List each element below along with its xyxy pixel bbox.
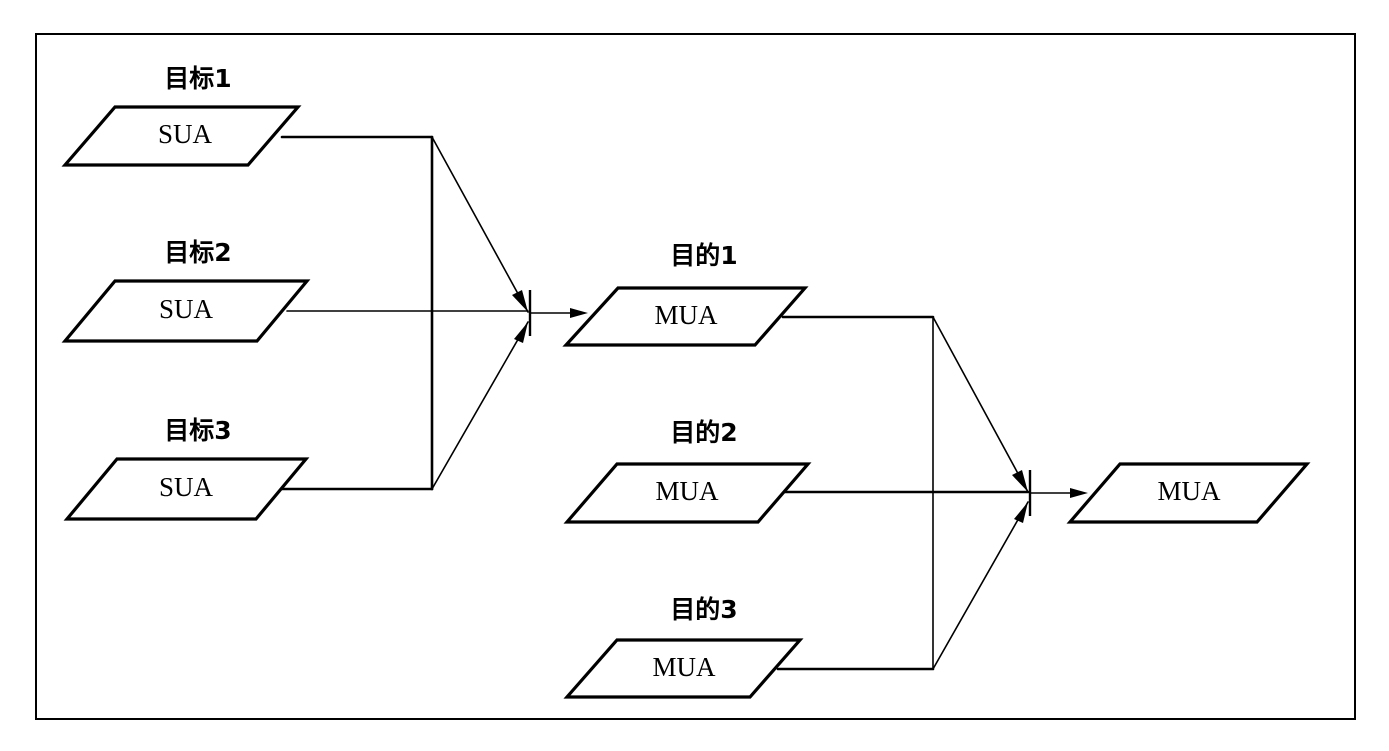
purpose-label-2: MUA: [655, 476, 719, 506]
purpose-parallelogram-3: [563, 638, 804, 699]
goal-label-2: SUA: [159, 294, 214, 324]
purpose-node-1: 目的1 MUA: [562, 241, 809, 347]
goal-caption-3: 目标3: [164, 416, 231, 445]
goal-parallelogram-3: [63, 457, 310, 521]
purpose-caption-1: 目的1: [670, 241, 737, 270]
goal-label-3: SUA: [159, 472, 214, 502]
goal-node-1: 目标1 SUA: [61, 64, 302, 167]
goal-parallelogram-2: [61, 279, 311, 343]
connector-purpose1: [781, 315, 1029, 493]
purpose-node-2: 目的2 MUA: [563, 418, 812, 524]
connector-goal3: [276, 321, 529, 491]
goal-caption-2: 目标2: [164, 238, 231, 267]
connector-goal1: [280, 135, 529, 313]
purpose-caption-3: 目的3: [670, 595, 737, 624]
purpose-parallelogram-1: [562, 286, 809, 347]
purpose-caption-2: 目的2: [670, 418, 737, 447]
merge-arrow-2: [1030, 488, 1088, 498]
goal-caption-1: 目标1: [164, 64, 231, 93]
final-node: MUA: [1066, 462, 1311, 524]
goal-parallelogram-1: [61, 105, 302, 167]
purpose-parallelogram-2: [563, 462, 812, 524]
goal-node-3: 目标3 SUA: [63, 416, 310, 521]
purpose-label-3: MUA: [652, 652, 716, 682]
final-label: MUA: [1157, 476, 1221, 506]
connector-purpose3: [776, 501, 1029, 671]
purpose-label-1: MUA: [654, 300, 718, 330]
merge-arrow-1: [530, 308, 588, 318]
final-parallelogram: [1066, 462, 1311, 524]
purpose-node-3: 目的3 MUA: [563, 595, 804, 699]
goal-node-2: 目标2 SUA: [61, 238, 311, 343]
goal-label-1: SUA: [158, 119, 213, 149]
